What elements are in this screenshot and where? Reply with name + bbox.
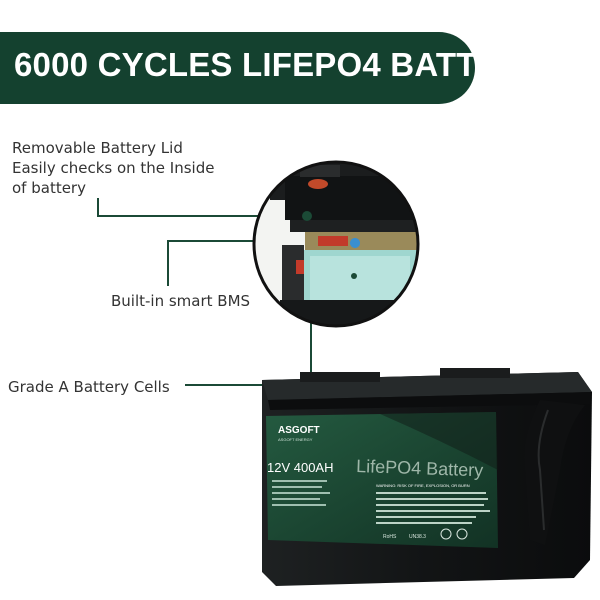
brand-tagline: ASGOFT ENERGY xyxy=(278,437,313,442)
lid-callout-line2: Easily checks on the Inside xyxy=(12,159,215,177)
bms-callout: Built-in smart BMS xyxy=(111,292,251,310)
lid-connector-vertical xyxy=(97,198,99,216)
bms-marker-dot xyxy=(350,238,360,248)
cells-connector-horizontal xyxy=(185,384,311,386)
battery-label: ASGOFT ASGOFT ENERGY 12V 400AH LifePO4 B… xyxy=(266,412,498,548)
cert-un383: UN38.3 xyxy=(409,534,426,540)
lid-callout: Removable Battery Lid Easily checks on t… xyxy=(12,138,214,198)
lid-marker-dot xyxy=(302,211,312,221)
title-banner: 6000 CYCLES LIFEPO4 BATTERY xyxy=(0,32,544,104)
no-fire-icon xyxy=(440,528,452,540)
bms-connector-vertical xyxy=(167,240,169,286)
spec-lines xyxy=(272,480,330,506)
page-title: 6000 CYCLES LIFEPO4 BATTERY xyxy=(14,46,544,83)
warning-lines xyxy=(376,492,490,524)
cells-connector-vertical xyxy=(310,296,312,386)
cert-rohs: RoHS xyxy=(383,534,397,540)
recycle-icon xyxy=(456,528,468,540)
lid-connector-horizontal xyxy=(97,215,307,217)
cells-callout: Grade A Battery Cells xyxy=(8,378,170,396)
zoom-detail xyxy=(252,160,420,328)
brand-name: ASGOFT xyxy=(278,425,320,436)
lid-callout-line3: of battery xyxy=(12,179,86,197)
lid-callout-line1: Removable Battery Lid xyxy=(12,139,183,157)
warning-text: WARNING: RISK OF FIRE, EXPLOSION, OR BUR… xyxy=(376,483,470,488)
battery-chemistry: LifePO4 Battery xyxy=(356,456,484,480)
battery-model: 12V 400AH xyxy=(267,460,334,475)
handle-right xyxy=(524,400,585,545)
